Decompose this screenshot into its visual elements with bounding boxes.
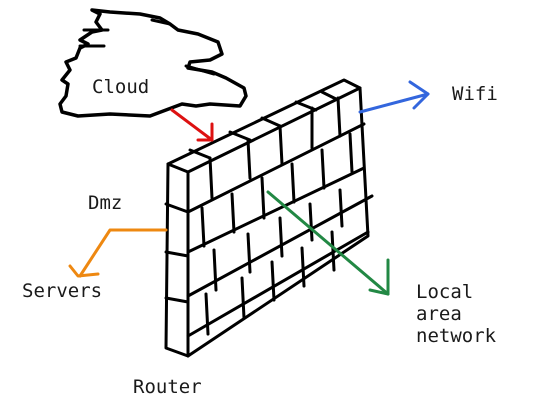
wall-front-courses bbox=[164, 202, 190, 304]
lan-label: Local area network bbox=[416, 281, 526, 348]
servers-label: Servers bbox=[22, 280, 103, 302]
wall-side-edge bbox=[186, 86, 370, 358]
cloud-to-firewall-arrow bbox=[170, 108, 214, 142]
wifi-label: Wifi bbox=[452, 83, 498, 105]
wall-course-lines bbox=[186, 122, 374, 338]
wifi-arrow bbox=[358, 80, 430, 114]
lan-arrow bbox=[266, 190, 390, 296]
lan-label-line-1: Local bbox=[416, 281, 474, 303]
lan-label-line-3: network bbox=[416, 324, 497, 347]
dmz-label: Dmz bbox=[88, 192, 123, 214]
cloud-label: Cloud bbox=[92, 76, 150, 98]
cloud-detail-stroke bbox=[78, 18, 216, 76]
firewall-brick-wall-icon bbox=[164, 78, 374, 358]
router-label: Router bbox=[133, 376, 202, 398]
wall-front-face bbox=[164, 162, 190, 358]
wall-brick-joints bbox=[200, 96, 354, 336]
cloud-icon bbox=[58, 8, 248, 118]
wall-top-face bbox=[166, 78, 362, 174]
lan-label-line-2: area bbox=[416, 302, 462, 325]
dmz-arrow bbox=[68, 228, 168, 278]
wall-top-dividers bbox=[188, 90, 340, 160]
